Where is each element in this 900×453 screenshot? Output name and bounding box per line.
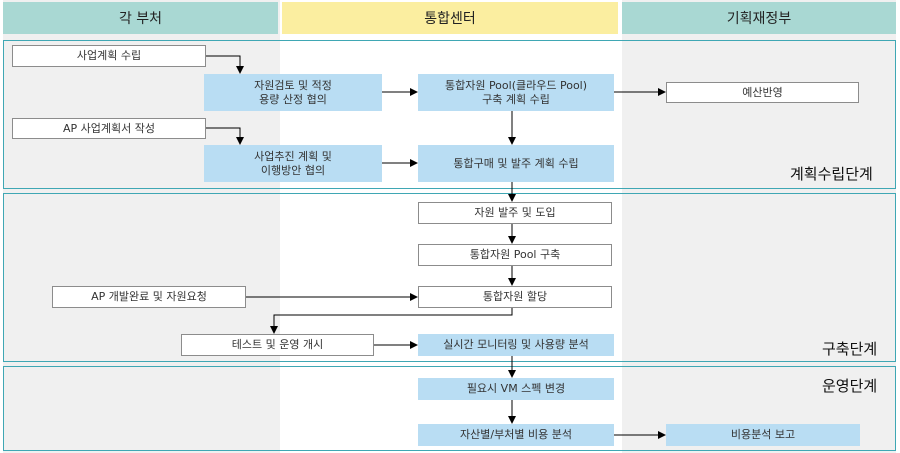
phase-frame-operation [3,366,896,451]
box-test-ops: 테스트 및 운영 개시 [181,334,374,356]
header-integrated-center: 통합센터 [282,2,618,34]
arrow-business-plan-to-review [206,55,244,74]
box-pool-build: 통합자원 Pool 구축 [418,244,612,266]
box-cost-analysis: 자산별/부처별 비용 분석 [418,424,614,446]
box-allocation: 통합자원 할당 [418,286,612,308]
box-promotion-plan: 사업추진 계획 및 이행방안 협의 [204,145,382,182]
box-pool-plan: 통합자원 Pool(클라우드 Pool) 구축 계획 수립 [418,74,614,111]
box-procurement-plan: 통합구매 및 발주 계획 수립 [418,145,614,182]
box-monitoring: 실시간 모니터링 및 사용량 분석 [418,334,614,356]
header-finance-ministry: 기획재정부 [622,2,896,34]
phase-frame-planning [3,40,896,189]
box-cost-report: 비용분석 보고 [666,424,860,446]
box-resource-review: 자원검토 및 적정 용량 산정 협의 [204,74,382,111]
header-departments: 각 부처 [3,2,278,34]
phase-label-planning: 계획수립단계 [790,165,873,183]
column-bg-finance-ministry [622,0,896,453]
arrow-allocation-to-test [270,308,513,334]
phase-label-construction: 구축단계 [822,340,878,358]
box-order-intro: 자원 발주 및 도입 [418,202,612,224]
box-vm-change: 필요시 VM 스펙 변경 [418,378,614,400]
arrow-ap-plan-to-promotion [206,127,244,145]
box-ap-plan: AP 사업계획서 작성 [12,118,206,139]
phase-label-operation: 운영단계 [822,377,878,395]
box-business-plan: 사업계획 수립 [12,45,206,67]
phase-frame-construction [3,193,896,362]
box-ap-dev: AP 개발완료 및 자원요청 [52,286,246,308]
box-budget: 예산반영 [666,82,859,103]
